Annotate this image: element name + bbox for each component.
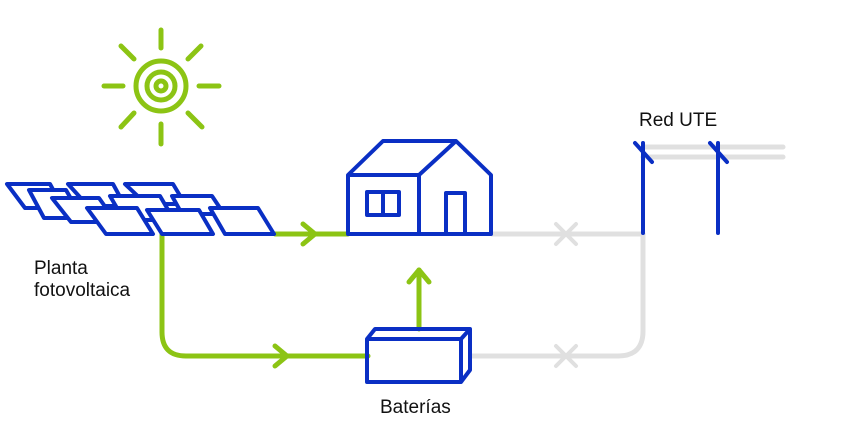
sun-icon	[101, 27, 222, 147]
solar-plant-label-line1: Planta	[34, 258, 88, 279]
house-door	[444, 191, 467, 236]
arrow-to-house-icon	[300, 221, 318, 247]
solar-plant-label-line2: fotovoltaica	[34, 280, 131, 301]
blocked-x-icon	[554, 222, 578, 246]
grid-connection-lines	[469, 144, 786, 359]
panels-to-battery-line	[159, 227, 371, 359]
utility-poles-icon	[633, 141, 729, 235]
solar-plant-label: Planta fotovoltaica	[34, 258, 130, 302]
solar-panels-icon	[5, 182, 276, 236]
grid-label: Red UTE	[639, 110, 718, 131]
house-icon	[346, 139, 493, 236]
battery-to-grid-line	[469, 231, 646, 359]
arrow-to-battery-icon	[272, 343, 290, 369]
blocked-x-icon	[554, 344, 578, 368]
battery-icon	[365, 327, 472, 384]
flow-arrowheads	[272, 221, 432, 369]
arrow-up-to-house-icon	[406, 267, 432, 285]
batteries-label: Baterías	[380, 397, 451, 418]
